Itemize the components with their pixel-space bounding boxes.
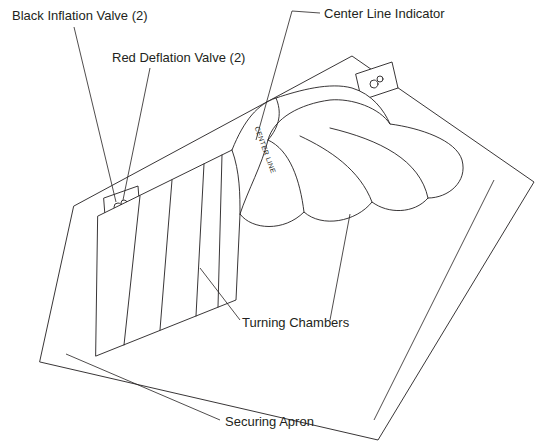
part-label: Red Deflation Valve (2) [112,50,245,65]
chamber-seam [300,136,372,202]
securing-apron [40,56,534,440]
chamber-line [196,164,204,316]
part-label: Securing Apron [225,414,314,429]
deflation-valve [377,76,383,82]
part-label: Turning Chambers [242,315,349,330]
leader-line [256,11,320,140]
chamber-seam [232,150,240,214]
chamber-seam [330,128,428,198]
inflation-valve [370,80,378,88]
chamber-line [160,180,172,330]
leader-line [74,27,116,202]
leader-line [123,68,150,200]
leader-line [374,180,494,420]
chamber-seam [268,140,304,212]
turning-mattress [96,86,463,356]
chamber-line [218,155,222,307]
part-label: Center Line Indicator [324,6,445,21]
chamber-seam [268,98,279,140]
leader-line [200,268,240,320]
part-label: Black Inflation Valve (2) [12,8,148,23]
leader-line [66,354,220,420]
chamber-line [124,196,140,345]
leader-line [330,214,350,320]
